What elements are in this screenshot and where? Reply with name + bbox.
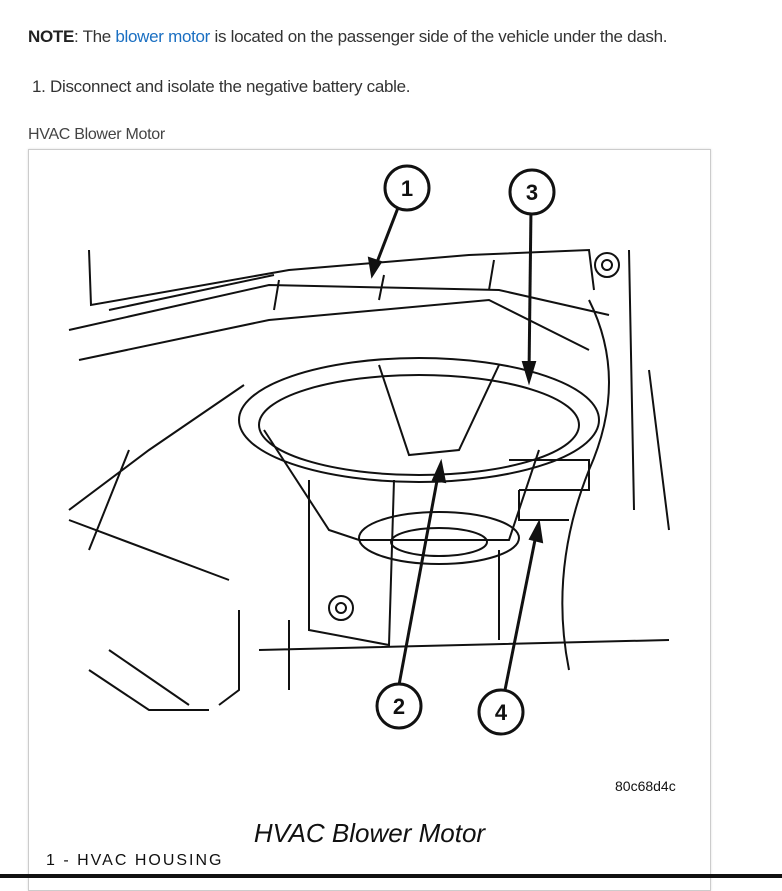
legend-item-1: 1 - HVAC HOUSING [46, 852, 224, 869]
hvac-blower-motor-figure: 1 3 2 4 80c68d4c HVAC Blower Motor 1 - H… [28, 149, 711, 891]
callout-2-label: 2 [393, 694, 405, 719]
callout-1 [383, 164, 431, 212]
blower-motor-illustration: 1 3 2 4 [68, 164, 670, 736]
callout-4 [477, 688, 525, 736]
bottom-bar [0, 874, 782, 878]
callout-3 [508, 168, 556, 216]
step-1: 1. Disconnect and isolate the negative b… [32, 77, 411, 96]
note-label: NOTE [28, 27, 75, 46]
note-text: : The [74, 27, 116, 46]
note-paragraph: NOTE: The blower motor is located on the… [28, 27, 667, 47]
image-code: 80c68d4c [615, 778, 676, 794]
note-text-end: is located on the passenger side of the … [210, 27, 668, 46]
callout-4-label: 4 [495, 700, 508, 725]
blower-motor-link[interactable]: blower motor [115, 27, 211, 46]
callout-2 [375, 682, 423, 730]
figure-caption: HVAC Blower Motor [28, 126, 165, 143]
callout-3-label: 3 [526, 180, 538, 205]
callout-1-label: 1 [401, 176, 413, 201]
image-title: HVAC Blower Motor [253, 818, 486, 848]
